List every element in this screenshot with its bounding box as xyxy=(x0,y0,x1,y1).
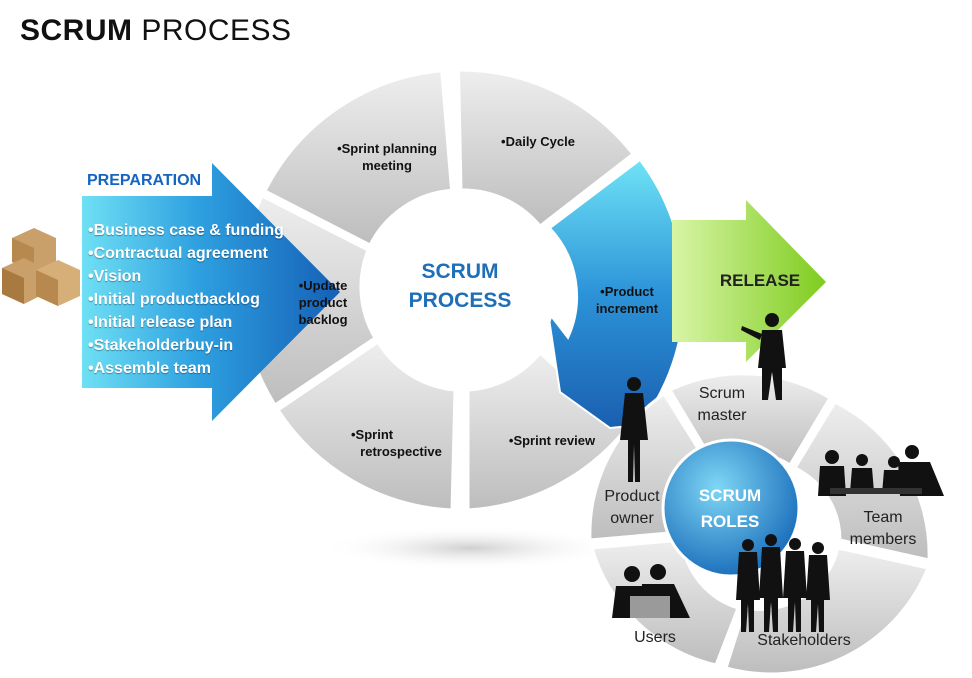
label-product-increment: •Product increment xyxy=(582,283,672,317)
list-item: •Business case & funding xyxy=(88,222,284,239)
label-line: increment xyxy=(595,301,659,316)
cycle-center-label: SCRUM PROCESS xyxy=(390,257,530,315)
label-line: Users xyxy=(634,629,676,646)
label-update-backlog: •Update product backlog xyxy=(287,277,359,328)
preparation-heading: PREPARATION xyxy=(87,172,202,189)
label-line: Scrum xyxy=(698,385,746,402)
label-line: owner xyxy=(610,510,654,527)
scrum-master-figure-icon xyxy=(741,313,786,400)
team-members-figure-icon xyxy=(818,445,944,496)
label-line: meeting xyxy=(362,158,412,173)
roles-center-line-2: ROLES xyxy=(700,512,760,531)
release-arrow xyxy=(672,200,826,362)
label-line: retrospective xyxy=(360,444,442,459)
label-line: Stakeholders xyxy=(757,632,851,649)
cycle-shadow xyxy=(320,526,620,570)
cycle-center-line-2: PROCESS xyxy=(408,289,512,312)
roles-center-label: SCRUM ROLES xyxy=(668,483,792,535)
title-bold: SCRUM xyxy=(20,14,133,47)
segment-daily-cycle xyxy=(456,68,636,229)
label-line: members xyxy=(849,531,917,548)
preparation-arrow xyxy=(82,163,340,421)
label-sprint-planning: •Sprint planning meeting xyxy=(322,140,452,174)
list-item: •Vision xyxy=(88,268,142,285)
label-line: •Sprint xyxy=(351,427,394,442)
list-item: •Stakeholderbuy-in xyxy=(88,337,234,354)
label-line: •Update xyxy=(298,278,348,293)
role-label-stakeholders: Stakeholders xyxy=(746,630,862,652)
label-line: Product xyxy=(604,488,660,505)
role-label-scrum-master: Scrum master xyxy=(682,383,762,427)
label-line: •Daily Cycle xyxy=(501,134,575,149)
label-line: •Sprint planning xyxy=(337,141,437,156)
list-item: •Initial release plan xyxy=(88,314,233,331)
label-line: Team xyxy=(863,509,903,526)
label-line: product xyxy=(298,295,348,310)
role-label-team-members: Team members xyxy=(838,507,928,551)
list-item: •Initial productbacklog xyxy=(88,291,260,308)
label-line: backlog xyxy=(298,312,348,327)
list-item: •Assemble team xyxy=(88,360,211,377)
page-title: SCRUM PROCESS xyxy=(20,14,292,48)
cycle-center xyxy=(364,194,556,386)
boxes-icon xyxy=(2,228,80,306)
product-owner-figure-icon xyxy=(620,377,648,482)
segment-sprint-planning xyxy=(262,69,454,248)
list-item: •Contractual agreement xyxy=(88,245,268,262)
title-rest: PROCESS xyxy=(141,14,292,47)
label-sprint-review: •Sprint review xyxy=(494,432,610,449)
role-label-product-owner: Product owner xyxy=(594,486,670,530)
label-line: •Product xyxy=(600,284,654,299)
preparation-list: •Business case & funding •Contractual ag… xyxy=(88,219,284,380)
role-label-users: Users xyxy=(620,627,690,649)
roles-center-circle xyxy=(661,438,801,578)
release-label: RELEASE xyxy=(719,271,801,290)
label-line: master xyxy=(697,407,747,424)
stakeholders-figure-icon xyxy=(736,534,830,632)
cycle-center-line-1: SCRUM xyxy=(421,260,499,283)
roles-center-line-1: SCRUM xyxy=(698,486,762,505)
label-sprint-retrospective: •Sprint retrospective xyxy=(345,426,457,460)
segment-sprint-retrospective xyxy=(275,339,457,512)
label-line: •Sprint review xyxy=(508,433,596,448)
label-daily-cycle: •Daily Cycle xyxy=(488,133,588,150)
users-figure-icon xyxy=(612,564,690,618)
